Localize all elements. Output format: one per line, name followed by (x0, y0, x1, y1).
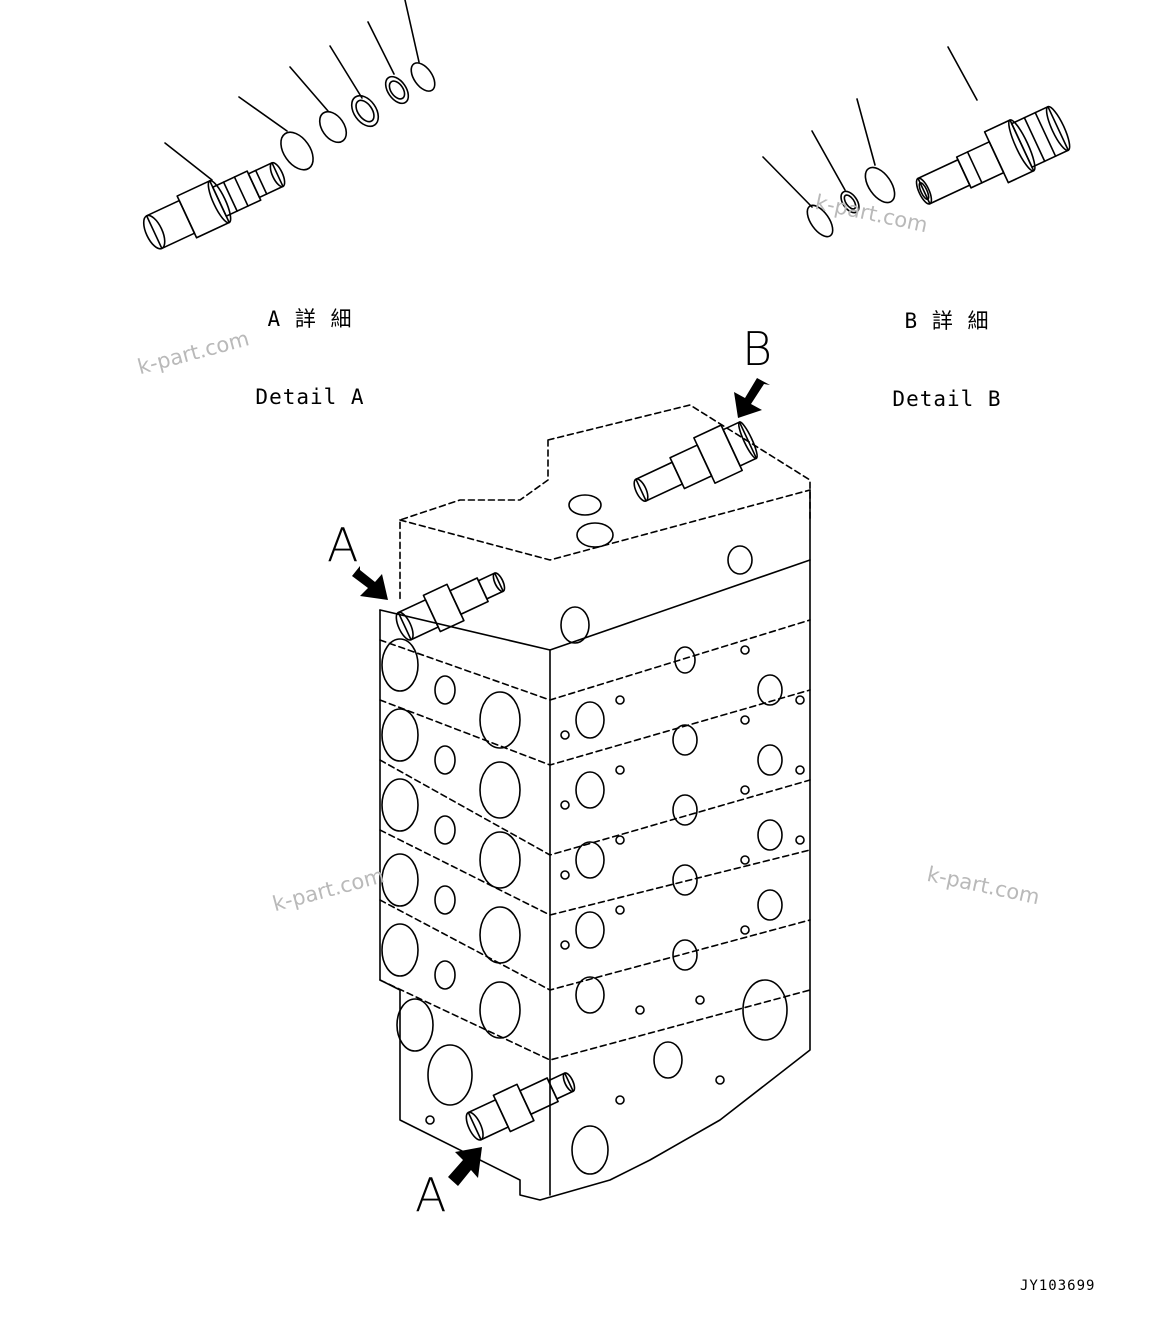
detail-b-caption: B 詳 細 Detail B (887, 256, 1007, 438)
drawing-code: JY103699 (1020, 1278, 1096, 1294)
detail-b-parts (762, 46, 1071, 238)
detail-b-caption-en: Detail B (892, 387, 1002, 411)
view-label-a-bottom: A (415, 1168, 447, 1222)
detail-b-caption-jp: B 詳 細 (904, 309, 990, 333)
detail-a-parts (142, 0, 436, 250)
installed-cartridge-a-bottom (465, 1072, 576, 1141)
installed-cartridge-b (633, 421, 758, 502)
detail-a-caption-jp: A 詳 細 (267, 307, 353, 331)
detail-a-caption-en: Detail A (255, 385, 365, 409)
detail-a-caption: A 詳 細 Detail A (250, 254, 370, 436)
installed-cartridge-a-top (395, 572, 506, 641)
arrow-b (734, 378, 770, 418)
arrow-a-bottom (448, 1147, 482, 1186)
arrow-a-top (352, 566, 388, 600)
view-label-a-top: A (327, 518, 359, 572)
valve-block (379, 404, 811, 1201)
view-label-b: B (742, 322, 773, 376)
